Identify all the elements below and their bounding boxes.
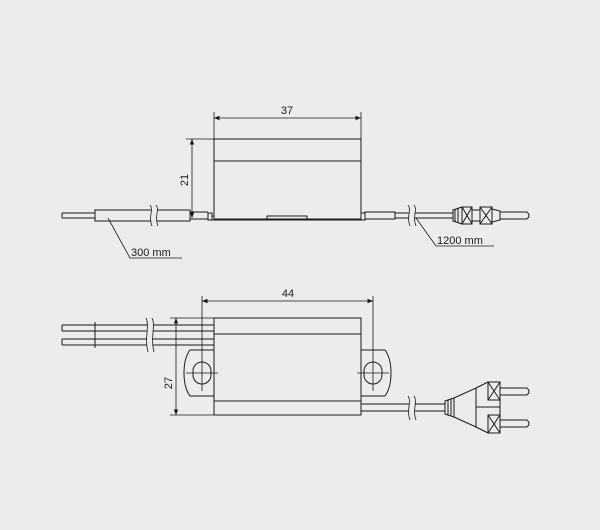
top-width-label: 44 bbox=[282, 288, 294, 300]
side-width-label: 37 bbox=[281, 105, 293, 117]
side-output-cable bbox=[364, 204, 530, 227]
top-height-dimension: 27 bbox=[163, 317, 214, 416]
output-cable-length-label: 1200 mm bbox=[437, 235, 483, 247]
side-height-label: 21 bbox=[179, 174, 191, 186]
side-housing bbox=[207, 138, 366, 221]
input-cable-leader: 300 mm bbox=[107, 217, 182, 259]
top-input-cables bbox=[61, 317, 214, 353]
top-output-cable bbox=[361, 381, 530, 434]
output-cable-leader: 1200 mm bbox=[415, 217, 494, 247]
side-input-cable bbox=[61, 204, 208, 227]
top-housing bbox=[213, 317, 362, 416]
side-height-dimension: 21 bbox=[179, 138, 214, 218]
input-cable-length-label: 300 mm bbox=[131, 247, 171, 259]
top-height-label: 27 bbox=[163, 377, 175, 389]
euro-plug bbox=[453, 381, 530, 434]
left-mounting-tab bbox=[183, 349, 218, 397]
top-width-dimension: 44 bbox=[201, 288, 374, 355]
side-view: 37 21 300 mm 1200 mm bbox=[61, 105, 530, 259]
side-width-dimension: 37 bbox=[213, 105, 362, 139]
side-plug bbox=[452, 206, 530, 225]
right-mounting-tab bbox=[357, 349, 392, 397]
top-view: 44 27 bbox=[61, 288, 530, 434]
